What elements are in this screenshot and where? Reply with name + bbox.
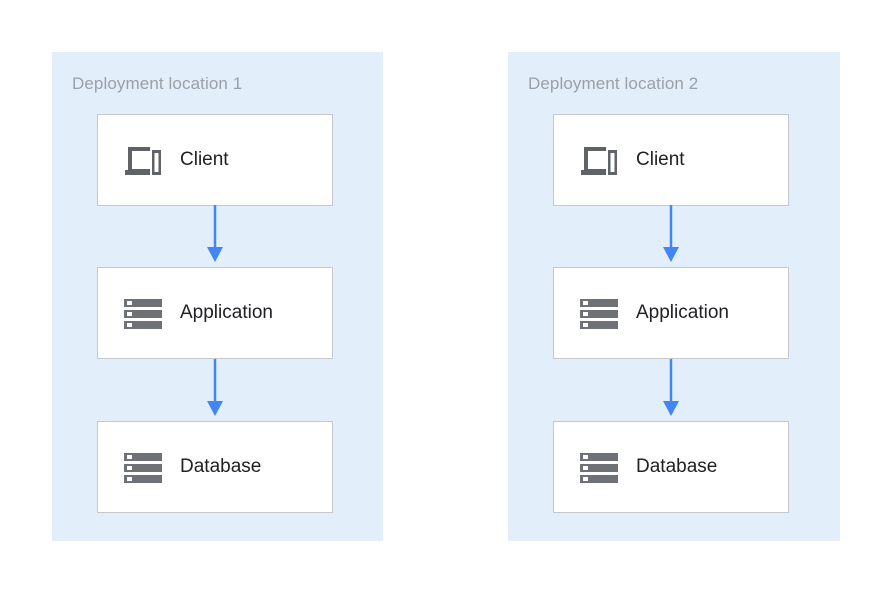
deployment-location-panel-1: Deployment location 1 Client [52,52,383,541]
deployment-location-panel-2: Deployment location 2 Client [508,52,840,541]
node-application-2[interactable]: Application [553,267,789,359]
node-database-1[interactable]: Database [97,421,333,513]
node-client-2[interactable]: Client [553,114,789,206]
panel-label-1: Deployment location 1 [72,74,243,93]
node-client-1[interactable]: Client [97,114,333,206]
node-label-client-2: Client [636,149,685,170]
node-database-2[interactable]: Database [553,421,789,513]
node-label-application-2: Application [636,302,729,323]
server-icon [576,290,622,336]
panel-label-2: Deployment location 2 [528,74,699,93]
arrow-application-to-database-2 [553,359,789,421]
node-application-1[interactable]: Application [97,267,333,359]
node-label-database-2: Database [636,456,718,477]
node-label-client-1: Client [180,149,229,170]
devices-icon [576,137,622,183]
server-icon [120,444,166,490]
node-label-application-1: Application [180,302,273,323]
devices-icon [120,137,166,183]
server-icon [576,444,622,490]
arrow-client-to-application-2 [553,205,789,267]
arrow-application-to-database-1 [97,359,333,421]
arrow-client-to-application-1 [97,205,333,267]
server-icon [120,290,166,336]
node-label-database-1: Database [180,456,262,477]
